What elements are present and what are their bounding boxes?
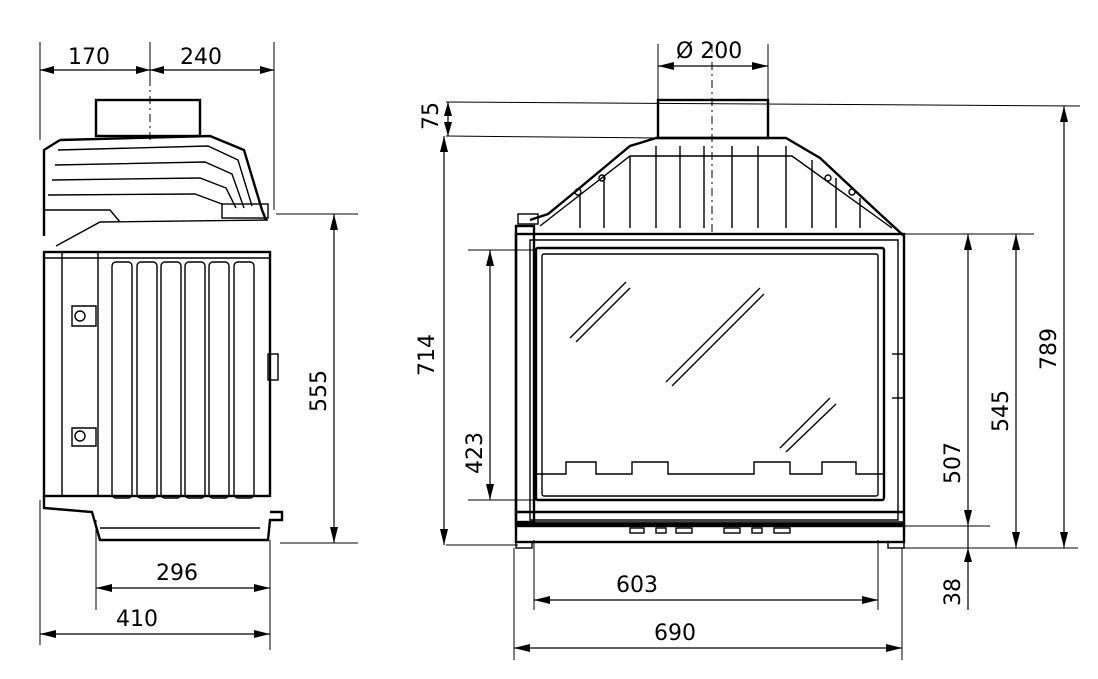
dim-width-690: 690 <box>513 548 903 660</box>
dim-label-603: 603 <box>616 573 658 598</box>
dim-label-423: 423 <box>463 432 488 474</box>
dim-label-170: 170 <box>68 45 110 70</box>
dim-flue-diameter: Ø 200 <box>657 39 769 100</box>
front-hood <box>517 136 905 237</box>
dim-flue-height: 75 <box>419 102 452 136</box>
dim-label-507: 507 <box>941 442 966 484</box>
dim-label-789: 789 <box>1037 328 1062 370</box>
glass-panel <box>534 246 886 502</box>
dim-side-296: 296 <box>95 520 271 650</box>
side-flue-collar <box>94 98 202 138</box>
front-frame <box>514 224 906 549</box>
dim-label-38: 38 <box>941 578 966 606</box>
dim-frame-545: 545 <box>989 234 1020 548</box>
dim-label-diameter: Ø 200 <box>676 39 742 64</box>
side-view: 170 240 555 296 410 <box>39 42 358 650</box>
dim-label-75: 75 <box>419 102 444 130</box>
front-view: Ø 200 75 714 423 <box>415 39 1081 660</box>
dim-side-top: 170 240 <box>39 42 275 210</box>
dim-height-714: 714 <box>415 136 448 545</box>
dim-side-height: 555 <box>276 213 358 544</box>
dim-label-714: 714 <box>415 334 440 376</box>
dim-label-690: 690 <box>654 621 696 646</box>
dim-label-240: 240 <box>180 45 222 70</box>
ref-line-collar <box>445 135 657 139</box>
dim-label-296: 296 <box>156 561 198 586</box>
dim-width-603: 603 <box>533 540 879 610</box>
front-flue-collar <box>656 98 770 140</box>
side-hood <box>42 134 269 247</box>
ref-line-top <box>445 101 1081 107</box>
dim-opening-423: 423 <box>463 249 536 501</box>
dim-glass-507: 507 <box>941 234 972 526</box>
dim-label-545: 545 <box>989 390 1014 432</box>
dim-label-555: 555 <box>307 370 332 412</box>
dim-total-789: 789 <box>1037 106 1068 548</box>
dim-label-410: 410 <box>116 607 158 632</box>
side-body <box>42 250 284 542</box>
dim-side-410: 410 <box>39 500 270 645</box>
dim-base-38: 38 <box>941 526 972 610</box>
